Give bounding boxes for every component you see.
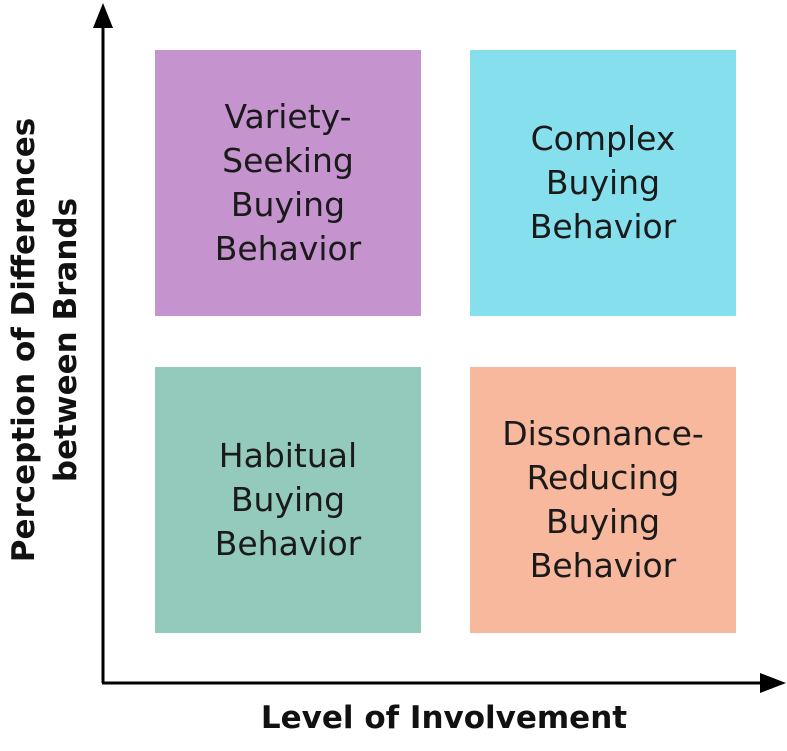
quadrant-label: Habitual Buying Behavior — [214, 436, 362, 563]
y-axis-arrow-icon — [93, 3, 113, 28]
quadrant-label: Dissonance- Reducing Buying Behavior — [502, 414, 704, 585]
y-axis-label: Perception of Differences between Brands — [6, 117, 84, 563]
x-axis-label: Level of Involvement — [260, 700, 628, 736]
quadrant-complex: Complex Buying Behavior — [470, 50, 736, 316]
x-axis-arrow-icon — [760, 673, 786, 693]
quadrant-habitual: Habitual Buying Behavior — [155, 367, 421, 633]
quadrant-variety-seeking: Variety- Seeking Buying Behavior — [155, 50, 421, 316]
quadrant-dissonance-reducing: Dissonance- Reducing Buying Behavior — [470, 367, 736, 633]
quadrant-label: Variety- Seeking Buying Behavior — [214, 97, 362, 268]
quadrant-label: Complex Buying Behavior — [529, 119, 677, 246]
